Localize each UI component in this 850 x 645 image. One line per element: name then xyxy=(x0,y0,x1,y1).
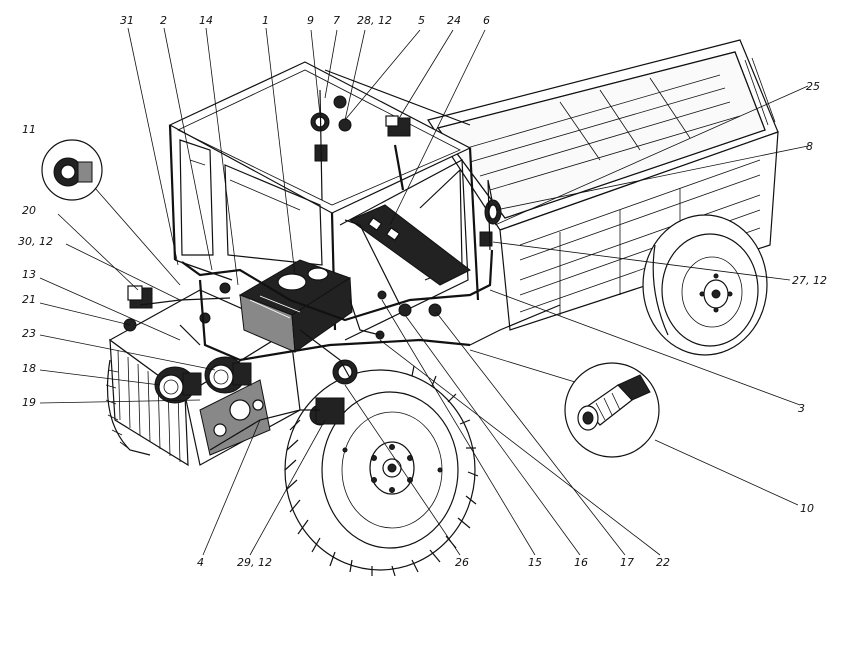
callout-23: 23 xyxy=(22,327,36,340)
callout-16: 16 xyxy=(574,556,588,569)
callout-28-12: 28, 12 xyxy=(357,14,392,27)
callout-14: 14 xyxy=(199,14,213,27)
callout-3: 3 xyxy=(798,402,805,415)
front-wheel xyxy=(284,365,479,577)
headlights xyxy=(154,356,252,404)
callout-11: 11 xyxy=(22,123,36,136)
wiring-harness xyxy=(139,179,561,451)
leader-lines xyxy=(39,27,809,556)
callout-2: 2 xyxy=(160,14,167,27)
callout-17: 17 xyxy=(620,556,634,569)
callout-9: 9 xyxy=(307,14,314,27)
callout-24: 24 xyxy=(447,14,461,27)
callout-18: 18 xyxy=(22,362,36,375)
callout-22: 22 xyxy=(656,556,670,569)
callout-29-12: 29, 12 xyxy=(237,556,272,569)
callout-13: 13 xyxy=(22,268,36,281)
callout-30-12: 30, 12 xyxy=(18,235,53,248)
cab xyxy=(168,61,480,341)
callout-8: 8 xyxy=(806,140,813,153)
callout-labels: 31 2 14 1 9 7 28, 12 5 24 6 25 8 27, 12 … xyxy=(18,14,827,569)
callout-1: 1 xyxy=(262,14,269,27)
callout-5: 5 xyxy=(418,14,425,27)
cargo-bed xyxy=(427,39,779,331)
callout-20: 20 xyxy=(22,204,36,217)
left-front-wheel xyxy=(105,359,151,456)
callout-6: 6 xyxy=(483,14,490,27)
callout-4: 4 xyxy=(197,556,204,569)
callout-27-12: 27, 12 xyxy=(792,274,827,287)
callout-26: 26 xyxy=(455,556,469,569)
inset-11 xyxy=(41,139,181,286)
callout-21: 21 xyxy=(22,293,36,306)
rear-wheel xyxy=(642,214,768,356)
callout-10: 10 xyxy=(800,502,814,515)
battery xyxy=(238,259,353,353)
callout-19: 19 xyxy=(22,396,36,409)
callout-25: 25 xyxy=(806,80,820,93)
roof-devices xyxy=(310,69,471,201)
callout-31: 31 xyxy=(120,14,134,27)
callout-7: 7 xyxy=(333,14,340,27)
inset-10 xyxy=(469,349,660,458)
instrument-panel xyxy=(348,144,471,286)
callout-15: 15 xyxy=(528,556,542,569)
